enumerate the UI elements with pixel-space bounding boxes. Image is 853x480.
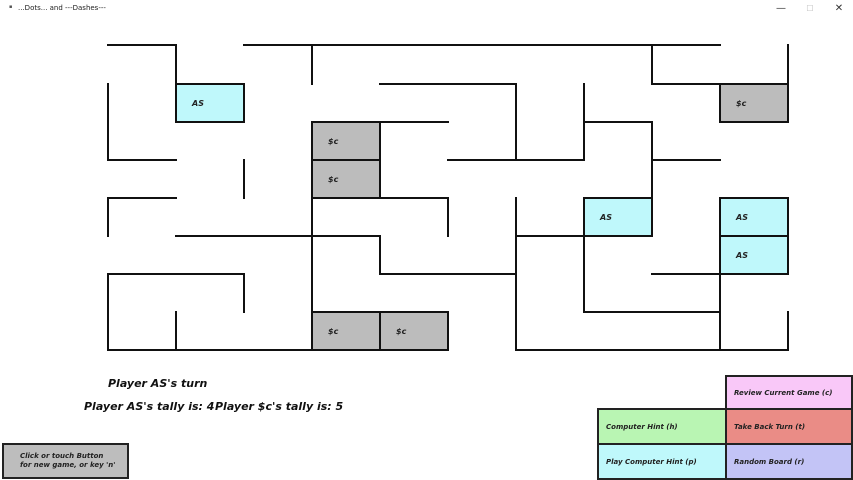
app-icon: ▪ <box>9 4 13 10</box>
box-owner-label: AS <box>735 213 748 222</box>
claimed-box <box>311 121 381 161</box>
claimed-box <box>719 197 789 237</box>
take-back-turn-button[interactable]: Take Back Turn (t) <box>725 408 853 445</box>
close-button[interactable]: ✕ <box>834 3 844 14</box>
window-title: ...Dots... and ---Dashes--- <box>18 4 106 12</box>
minimize-button[interactable]: — <box>776 3 786 14</box>
player-c-tally: Player $c's tally is: 5 <box>215 400 344 413</box>
claimed-box <box>719 83 789 123</box>
claimed-box <box>719 235 789 275</box>
new-game-label-line2: for new game, or key 'n' <box>20 461 116 469</box>
new-game-button[interactable]: Click or touch Button for new game, or k… <box>2 443 129 479</box>
box-owner-label: $c <box>328 175 339 184</box>
box-owner-label: $c <box>328 137 339 146</box>
review-game-button[interactable]: Review Current Game (c) <box>725 375 853 410</box>
claimed-box <box>175 83 245 123</box>
claimed-box <box>379 311 449 351</box>
box-owner-label: $c <box>736 99 747 108</box>
box-owner-label: $c <box>396 327 407 336</box>
box-owner-label: AS <box>735 251 748 260</box>
maximize-button[interactable]: ☐ <box>806 4 814 13</box>
claimed-box <box>583 197 653 237</box>
player-as-tally: Player AS's tally is: 4 <box>84 400 215 413</box>
drawn-lines <box>107 44 789 351</box>
turn-indicator: Player AS's turn <box>108 377 208 390</box>
claimed-box <box>311 311 381 351</box>
title-bar: ▪ ...Dots... and ---Dashes--- — ☐ ✕ <box>0 0 853 18</box>
box-owner-label: AS <box>599 213 612 222</box>
box-owner-label: $c <box>328 327 339 336</box>
new-game-label-line1: Click or touch Button <box>20 452 104 460</box>
computer-hint-button[interactable]: Computer Hint (h) <box>597 408 727 445</box>
random-board-button[interactable]: Random Board (r) <box>725 443 853 480</box>
play-computer-hint-button[interactable]: Play Computer Hint (p) <box>597 443 727 480</box>
claimed-box <box>311 159 381 199</box>
box-owner-label: AS <box>191 99 204 108</box>
